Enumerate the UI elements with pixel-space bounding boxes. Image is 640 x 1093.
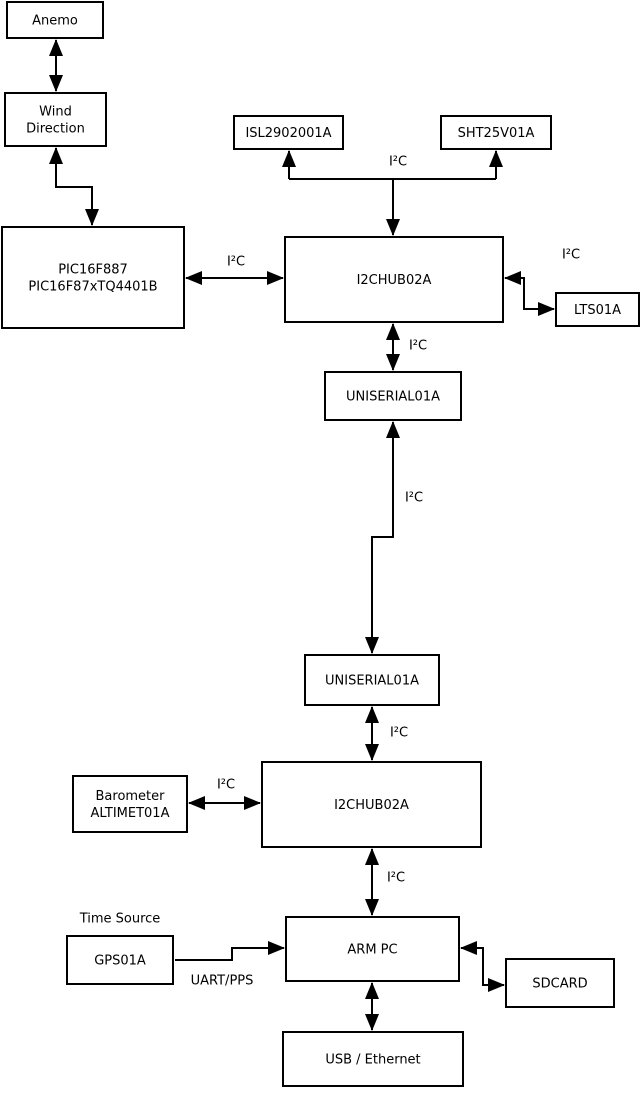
label-uart-pps: UART/PPS <box>191 974 254 989</box>
node-usb-ethernet: USB / Ethernet <box>282 1031 464 1087</box>
node-arm-pc: ARM PC <box>285 916 460 982</box>
node-label-anemo: Anemo <box>32 14 78 29</box>
node-label-wind-direction-line1: Wind <box>39 105 72 120</box>
node-label-sht: SHT25V01A <box>458 126 535 141</box>
node-box-gps <box>66 935 174 985</box>
node-label-i2chub-1: I2CHUB02A <box>357 273 432 288</box>
node-box-uniserial-1 <box>324 371 462 421</box>
node-label-wind-direction-line2: Direction <box>26 122 85 137</box>
node-box-i2chub-2 <box>261 761 482 848</box>
label-i2c-uni2-hub2: I²C <box>390 726 408 741</box>
node-uniserial-1: UNISERIAL01A <box>324 371 462 421</box>
node-lts: LTS01A <box>555 292 640 327</box>
node-anemo: Anemo <box>6 1 104 39</box>
node-box-wind-direction <box>4 92 107 147</box>
node-sht: SHT25V01A <box>440 115 552 150</box>
label-i2c-pic: I²C <box>227 255 245 270</box>
connector-uniserial1-uniserial2 <box>365 421 400 654</box>
node-label-uniserial-2: UNISERIAL01A <box>325 674 419 689</box>
label-i2c-sensors: I²C <box>389 155 407 170</box>
label-i2c-hub1-uni1: I²C <box>409 339 427 354</box>
connector-armpc-sdcard <box>460 941 505 992</box>
node-label-i2chub-2: I2CHUB02A <box>334 798 409 813</box>
label-i2c-hub2-arm: I²C <box>387 871 405 886</box>
node-label-pic-line2: PIC16F87xTQ4401B <box>28 280 157 295</box>
node-box-pic <box>1 226 185 329</box>
node-uniserial-2: UNISERIAL01A <box>304 654 440 706</box>
node-box-sdcard <box>505 958 615 1008</box>
connector-gps-armpc <box>175 941 285 961</box>
node-i2chub-2: I2CHUB02A <box>261 761 482 848</box>
label-time-source: Time Source <box>79 912 161 927</box>
node-label-arm-pc: ARM PC <box>347 943 397 958</box>
node-label-sdcard: SDCARD <box>532 977 587 992</box>
connector-wind-pic <box>49 147 99 226</box>
node-label-gps: GPS01A <box>94 954 146 969</box>
node-label-lts: LTS01A <box>574 303 621 318</box>
node-box-sht <box>440 115 552 150</box>
node-label-barometer-line1: Barometer <box>96 789 166 804</box>
node-box-anemo <box>6 1 104 39</box>
node-box-uniserial-2 <box>304 654 440 706</box>
node-box-usb-ethernet <box>282 1031 464 1087</box>
node-box-arm-pc <box>285 916 460 982</box>
node-gps: GPS01A <box>66 935 174 985</box>
label-i2c-longline: I²C <box>405 491 423 506</box>
node-box-i2chub-1 <box>284 236 504 323</box>
node-box-lts <box>555 292 640 327</box>
node-label-usb-ethernet: USB / Ethernet <box>325 1053 420 1068</box>
label-i2c-lts: I²C <box>562 248 580 263</box>
node-isl: ISL2902001A <box>233 115 344 150</box>
connector-hub1-lts <box>504 271 555 316</box>
node-label-uniserial-1: UNISERIAL01A <box>346 390 440 405</box>
node-box-isl <box>233 115 344 150</box>
node-label-isl: ISL2902001A <box>245 126 331 141</box>
node-label-barometer-line2: ALTIMET01A <box>91 806 170 821</box>
node-label-pic-line1: PIC16F887 <box>58 263 128 278</box>
node-i2chub-1: I2CHUB02A <box>284 236 504 323</box>
node-box-barometer <box>72 775 188 833</box>
connector-layer <box>49 39 555 1031</box>
node-sdcard: SDCARD <box>505 958 615 1008</box>
label-i2c-barometer: I²C <box>217 778 235 793</box>
